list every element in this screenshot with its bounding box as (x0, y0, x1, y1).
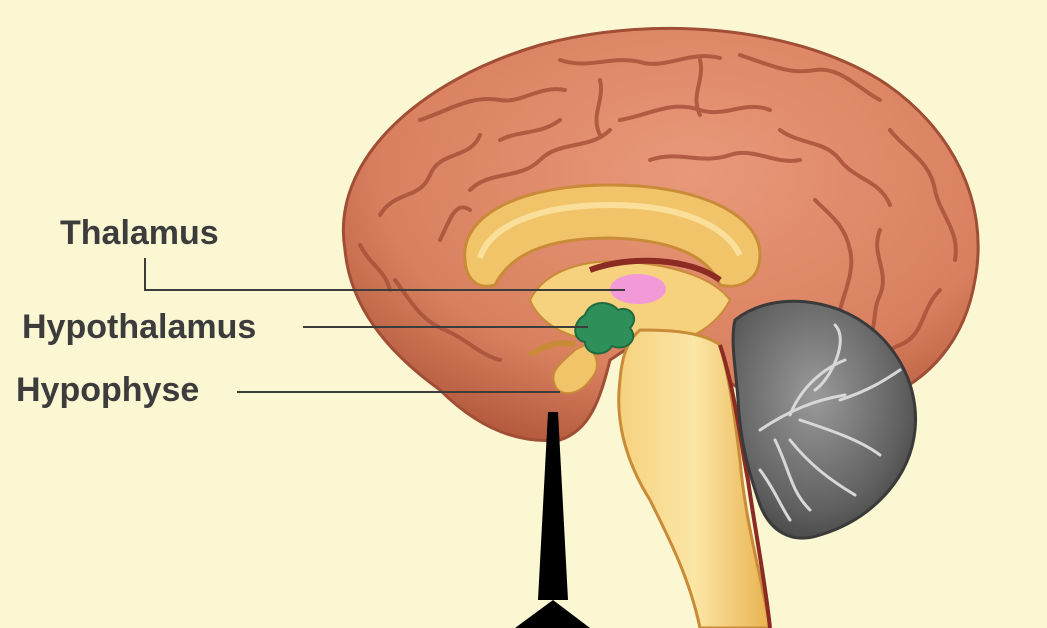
hypophyse-label: Hypophyse (16, 371, 200, 409)
arbor-vitae (758, 323, 902, 522)
thalamus-highlight (610, 274, 666, 304)
pointer-arrow (515, 412, 590, 628)
pituitary-gland (552, 343, 598, 395)
corpus-callosum (463, 183, 762, 288)
hypothalamus-highlight (574, 302, 636, 355)
cerebellum (731, 299, 918, 540)
leader-lines (144, 258, 625, 393)
thalamus-leader-line (144, 258, 625, 291)
hypothalamus-label: Hypothalamus (22, 308, 257, 346)
thalamus-label: Thalamus (60, 214, 219, 252)
